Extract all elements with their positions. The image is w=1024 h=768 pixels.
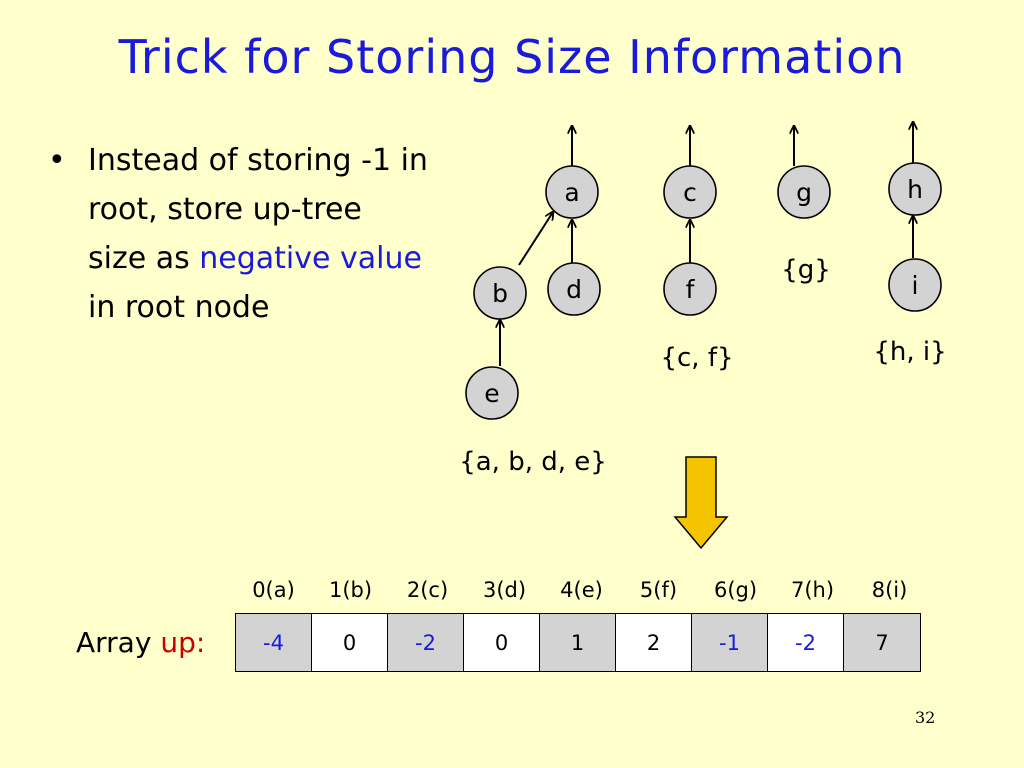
- node-e-label: e: [484, 379, 499, 408]
- array-cell: 7: [844, 614, 920, 671]
- set-label-hi: {h, i}: [873, 337, 946, 367]
- bullet-marker: •: [48, 143, 66, 178]
- array-index: 8(i): [871, 578, 908, 602]
- node-h: h: [888, 162, 942, 216]
- node-b-label: b: [492, 279, 508, 308]
- array-index: 3(d): [482, 578, 527, 602]
- node-c: c: [663, 165, 717, 219]
- array-label-prefix: Array: [76, 626, 161, 659]
- node-g-label: g: [796, 178, 812, 207]
- array-cell: 2: [616, 614, 692, 671]
- slide-title: Trick for Storing Size Information: [118, 30, 906, 84]
- node-e: e: [465, 366, 519, 420]
- bullet-text: Instead of storing -1 in root, store up-…: [88, 136, 428, 332]
- array-cell: -4: [236, 614, 312, 671]
- page-number: 32: [915, 708, 936, 727]
- bullet-highlight: negative value: [199, 241, 422, 276]
- node-i-label: i: [912, 271, 919, 300]
- array-cell: 0: [312, 614, 388, 671]
- array-index: 0(a): [252, 578, 295, 602]
- array-cell: -2: [388, 614, 464, 671]
- node-a-label: a: [564, 178, 579, 207]
- node-a: a: [545, 165, 599, 219]
- node-i: i: [888, 258, 942, 312]
- array-index: 6(g): [713, 578, 758, 602]
- array-index: 7(h): [790, 578, 835, 602]
- array-name: up:: [160, 626, 206, 659]
- bullet-text-end: in root node: [88, 290, 270, 325]
- node-h-label: h: [907, 175, 923, 204]
- array-label: Array up:: [76, 626, 205, 659]
- array-cells: -4 0 -2 0 1 2 -1 -2 7: [235, 613, 921, 672]
- array-index-header: 0(a) 1(b) 2(c) 3(d) 4(e) 5(f) 6(g) 7(h) …: [235, 578, 928, 602]
- node-f: f: [663, 262, 717, 316]
- node-g: g: [777, 165, 831, 219]
- edge-b-to-a: [518, 212, 553, 266]
- node-d-label: d: [566, 275, 582, 304]
- array-index: 4(e): [560, 578, 603, 602]
- set-label-g: {g}: [781, 255, 831, 285]
- array-index: 2(c): [406, 578, 449, 602]
- set-label-abde: {a, b, d, e}: [459, 447, 607, 477]
- array-index: 5(f): [639, 578, 678, 602]
- array-cell: -2: [768, 614, 844, 671]
- array-cell: 1: [540, 614, 616, 671]
- set-label-cf: {c, f}: [660, 343, 733, 373]
- array-cell: 0: [464, 614, 540, 671]
- array-index: 1(b): [328, 578, 373, 602]
- node-c-label: c: [683, 178, 697, 207]
- node-d: d: [547, 262, 601, 316]
- node-b: b: [473, 266, 527, 320]
- array-cell: -1: [692, 614, 768, 671]
- bullet-text-start: Instead of storing -1 in root, store up-…: [88, 143, 428, 276]
- node-f-label: f: [686, 275, 696, 304]
- down-arrow-icon: [673, 456, 729, 550]
